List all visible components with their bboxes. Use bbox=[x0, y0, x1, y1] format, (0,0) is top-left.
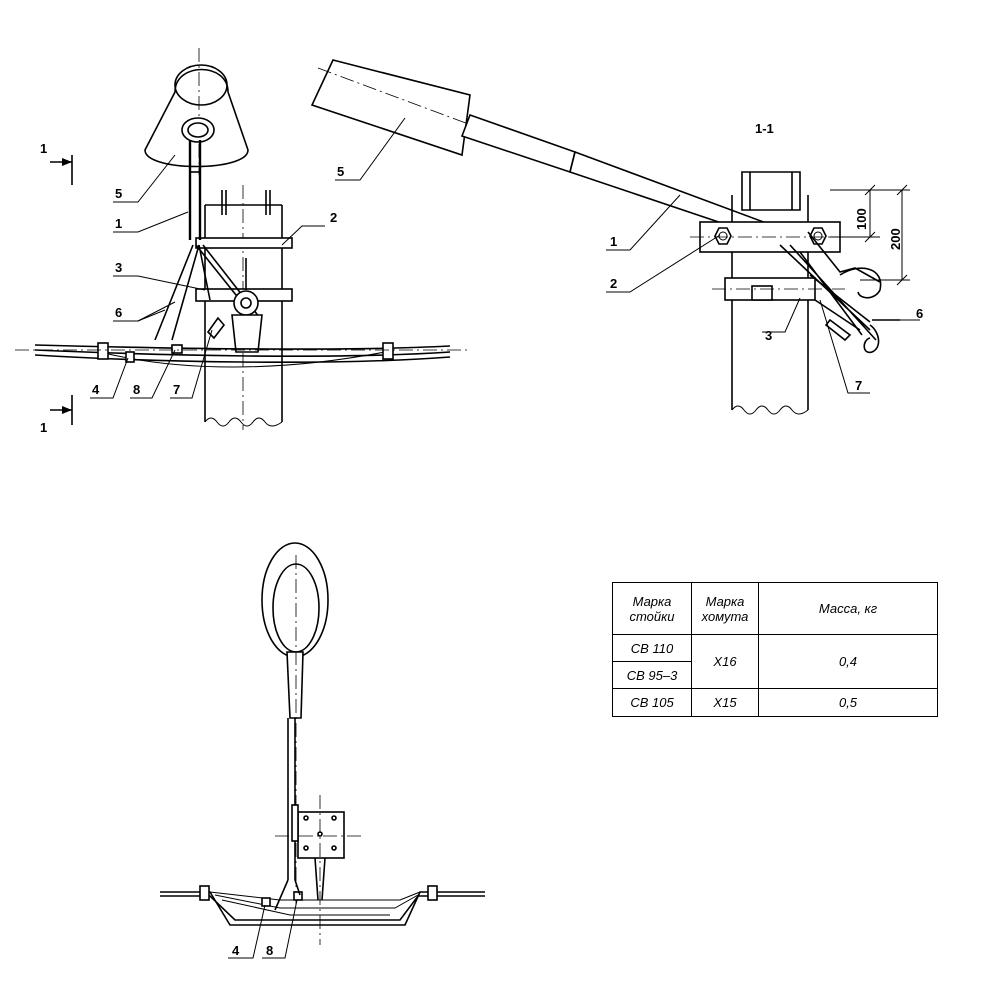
cell-clamp: Х15 bbox=[691, 688, 759, 717]
callout-7-section: 7 bbox=[855, 378, 862, 393]
callout-4-plan: 4 bbox=[232, 943, 240, 958]
callout-8-front: 8 bbox=[133, 382, 140, 397]
callout-6-front: 6 bbox=[115, 305, 122, 320]
callout-3-front: 3 bbox=[115, 260, 122, 275]
plan-view bbox=[160, 542, 485, 959]
table-row: СВ 110 Х16 0,4 bbox=[612, 634, 938, 689]
table-row: СВ 105 Х15 0,5 bbox=[612, 688, 938, 717]
section-mark-top: 1 bbox=[40, 141, 47, 156]
callout-7-front: 7 bbox=[173, 382, 180, 397]
dimension-100: 100 bbox=[854, 208, 869, 230]
cell-mass: 0,4 bbox=[758, 634, 938, 689]
callout-4-front: 4 bbox=[92, 382, 100, 397]
header-clamp-mark: Марка хомута bbox=[691, 582, 759, 635]
callout-1-section: 1 bbox=[610, 234, 617, 249]
section-mark-bottom: 1 bbox=[40, 420, 47, 435]
cell-stand: СВ 105 bbox=[612, 688, 692, 717]
callout-3-section: 3 bbox=[765, 328, 772, 343]
section-title: 1-1 bbox=[755, 121, 774, 136]
callout-8-plan: 8 bbox=[266, 943, 273, 958]
cell-mass: 0,5 bbox=[758, 688, 938, 717]
callout-1-front: 1 bbox=[115, 216, 122, 231]
callout-6-section: 6 bbox=[916, 306, 923, 321]
cell-stand: СВ 95–3 bbox=[612, 661, 692, 689]
dimension-200: 200 bbox=[888, 228, 903, 250]
header-stand-mark: Марка стойки bbox=[612, 582, 692, 635]
front-view bbox=[15, 48, 470, 430]
cell-clamp: Х16 bbox=[691, 634, 759, 689]
section-view bbox=[310, 59, 920, 415]
callout-2-section: 2 bbox=[610, 276, 617, 291]
callout-5-section: 5 bbox=[337, 164, 344, 179]
specification-table: Марка стойки Марка хомута Масса, кг СВ 1… bbox=[612, 582, 938, 717]
cell-stand: СВ 110 bbox=[612, 634, 692, 662]
table-header-row: Марка стойки Марка хомута Масса, кг bbox=[612, 582, 938, 635]
header-mass: Масса, кг bbox=[758, 582, 938, 635]
callout-5-front: 5 bbox=[115, 186, 122, 201]
callout-2-front: 2 bbox=[330, 210, 337, 225]
